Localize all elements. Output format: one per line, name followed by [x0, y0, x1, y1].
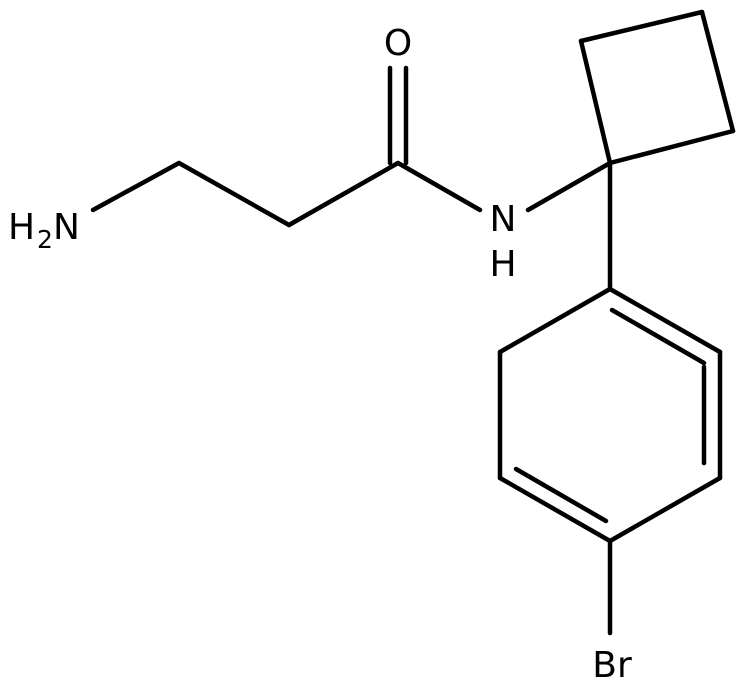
bond-ring-inner-3 [513, 466, 609, 524]
bond-ring-4 [497, 475, 613, 544]
bond-ring-6 [497, 286, 613, 355]
bond-ch2-ch2 [176, 160, 292, 228]
atom-amine-hydrogen: H [8, 207, 35, 248]
bond-cyclobutane-3 [699, 9, 736, 134]
atom-bromine: Br [592, 645, 632, 686]
bond-cyclobutane-2 [578, 9, 705, 44]
atom-amide-hydrogen: H [489, 244, 516, 285]
atom-amine-subscript: 2 [37, 225, 53, 254]
bond-ch2-carbonyl [286, 160, 401, 228]
atom-labels: O N H H 2 N Br [8, 23, 632, 686]
atom-amide-nitrogen: N [490, 199, 517, 240]
bond-ring-1 [607, 286, 723, 355]
bond-n-quaternary [525, 160, 613, 213]
bond-cyclobutane-1 [578, 38, 613, 166]
bond-n-ch2 [90, 160, 182, 213]
bond-ring-3 [607, 475, 723, 544]
bond-cyclobutane-4 [607, 128, 736, 166]
bond-carbonyl-n [395, 160, 483, 213]
bond-ring-inner-1 [609, 307, 707, 366]
bonds [90, 9, 736, 636]
atom-amine-nitrogen: N [53, 207, 80, 248]
atom-oxygen: O [384, 23, 412, 64]
